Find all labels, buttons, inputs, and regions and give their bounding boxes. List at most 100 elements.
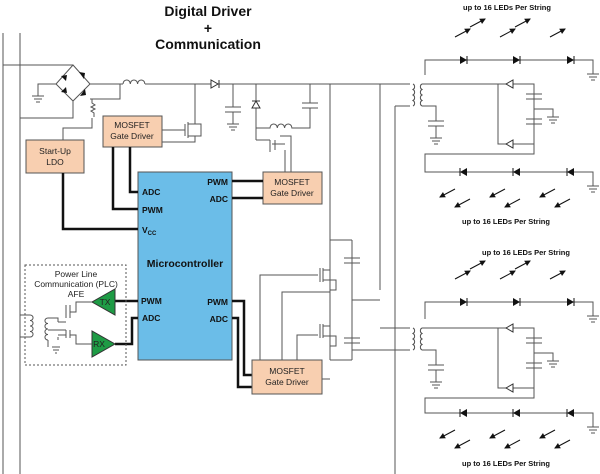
led-label-2: up to 16 LEDs Per String [462,217,550,226]
boost-stage [62,79,331,360]
plc-afe: Power Line Communication (PLC) AFE TX RX [20,264,127,366]
gate-driver-bottom-line2: Gate Driver [265,377,309,387]
led-label-3: up to 16 LEDs Per String [482,248,570,257]
gate-driver-bottom: MOSFET Gate Driver [251,359,323,395]
rectifier-wire [497,328,554,389]
led-string-wire [424,301,594,319]
microcontroller: Microcontroller ADC PWM VCC PWM ADC PWM … [137,171,233,361]
secondary-wire [422,327,594,423]
gate-driver-bottom-line1: MOSFET [269,366,304,376]
led-label-1: up to 16 LEDs Per String [463,3,551,12]
ground-icon [547,357,559,368]
gate-driver-top-line2: Gate Driver [110,131,154,141]
transformer-primary-wire [380,327,410,474]
led-icon [567,168,574,176]
gate-driver-top-line1: MOSFET [114,120,149,130]
light-arrow-icon [539,429,556,439]
led-icon [513,56,520,64]
mains-wires [2,33,74,474]
capacitor-icon [428,364,444,371]
pin-adc-left: ADC [142,187,160,197]
ground-icon [430,134,442,145]
light-arrow-icon [454,198,471,208]
diode-icon [504,383,514,393]
led-icon [513,168,520,176]
led-icon [567,298,574,306]
ldo-line2: LDO [46,157,64,167]
ground-icon [587,312,599,323]
secondary-wire [422,83,594,182]
diode-icon [504,139,514,149]
transformer-primary-wire [330,83,410,350]
led-icon [460,298,467,306]
bridge-rectifier [32,64,91,103]
led-icon [513,298,520,306]
startup-ldo: Start-Up LDO [25,139,85,174]
light-arrow-icon [554,439,571,449]
light-arrow-icon [504,198,521,208]
pin-vcc: VCC [142,225,157,237]
gate-driver-top: MOSFET Gate Driver [102,115,163,148]
ground-icon [547,113,559,124]
title-line1: Digital Driver [164,3,252,19]
rx-label: RX [93,339,105,349]
transformer-icon [411,327,424,351]
led-icon [567,409,574,417]
transformer-icon [411,83,424,107]
led-icon [513,409,520,417]
light-arrow-icon [504,439,521,449]
light-arrow-icon [439,188,456,198]
control-wires [61,147,263,389]
light-arrow-icon [539,188,556,198]
led-outputs [330,18,599,474]
title-line2: Communication [155,36,261,52]
pin-adc-plc: ADC [142,313,160,323]
diode-icon [504,79,514,89]
light-arrow-icon [454,28,471,38]
light-arrow-icon [489,429,506,439]
light-arrow-icon [469,260,486,270]
light-arrow-icon [499,28,516,38]
led-string-wire [424,59,594,75]
light-arrow-icon [549,28,566,38]
ground-icon [587,423,599,434]
tx-label: TX [100,297,111,307]
ground-icon [587,182,599,193]
led-label-4: up to 16 LEDs Per String [462,459,550,468]
led-icon [460,168,467,176]
light-arrow-icon [469,18,486,28]
led-icon [567,56,574,64]
half-bridge [259,84,410,380]
gate-driver-right-line2: Gate Driver [270,188,314,198]
tx-amplifier [90,288,116,316]
pin-pwm-right: PWM [207,177,228,187]
pin-pwm-left: PWM [142,205,163,215]
light-arrow-icon [514,18,531,28]
pin-pwm-bottom: PWM [207,297,228,307]
mcu-label: Microcontroller [147,258,223,270]
pin-pwm-plc: PWM [141,296,162,306]
capacitor-icon [428,120,444,127]
plc-line1: Power Line [55,269,98,279]
diode-icon [504,323,514,333]
light-arrow-icon [454,439,471,449]
plc-line3: AFE [68,289,85,299]
gate-driver-right-line1: MOSFET [274,177,309,187]
ldo-line1: Start-Up [39,146,71,156]
plc-line2: Communication (PLC) [34,279,118,289]
light-arrow-icon [499,270,516,280]
light-arrow-icon [554,198,571,208]
rectifier-wire [497,84,554,145]
light-arrow-icon [439,429,456,439]
light-arrow-icon [514,260,531,270]
ground-icon [430,378,442,389]
title-plus: + [204,20,212,36]
ground-icon [587,70,599,81]
pin-adc-right: ADC [210,194,228,204]
light-arrow-icon [489,188,506,198]
light-arrow-icon [549,270,566,280]
gate-driver-right: MOSFET Gate Driver [262,171,323,205]
led-icon [460,409,467,417]
